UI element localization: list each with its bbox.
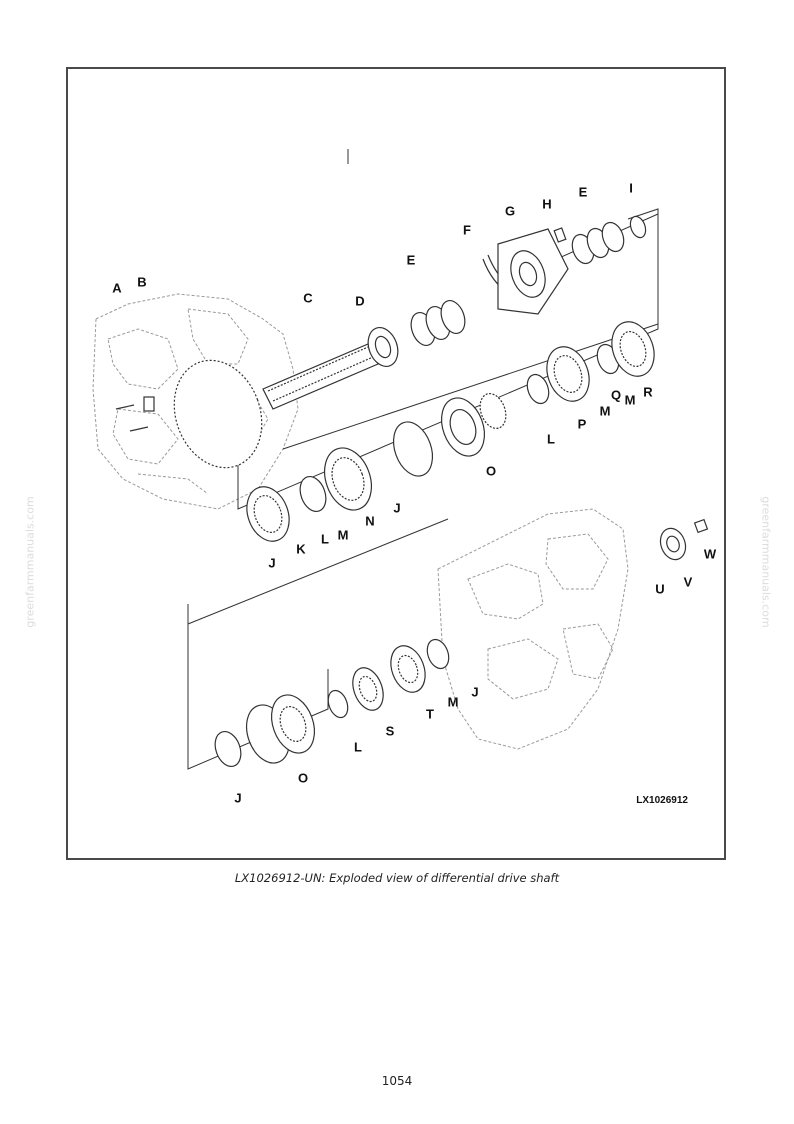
callout-m-1: M — [337, 527, 349, 543]
middle-gear-train — [246, 321, 655, 542]
drive-shaft — [262, 327, 399, 410]
callout-g: G — [504, 203, 516, 219]
bearing-housing-g — [497, 228, 569, 315]
exploded-view-drawing — [92, 149, 709, 770]
bevel-gear — [173, 359, 263, 469]
callout-p: P — [577, 416, 587, 432]
figure-code: LX1026912 — [636, 795, 688, 806]
callout-b: B — [137, 274, 147, 290]
callout-o-1: O — [485, 463, 497, 479]
watermark-right: greenfarmmanuals.com — [759, 496, 773, 628]
callout-k: K — [296, 541, 306, 557]
transmission-housing-lower — [437, 508, 629, 750]
callout-s: S — [385, 723, 395, 739]
leader-lines — [187, 149, 659, 770]
callout-h: H — [542, 196, 552, 212]
callout-v: V — [683, 574, 693, 590]
figure-frame: A B C D E E F G H I J K L M N J O L P M … — [66, 67, 726, 860]
callout-m-3: M — [624, 392, 636, 408]
callout-i: I — [629, 180, 633, 196]
bearing-e-right — [571, 215, 647, 265]
callout-c: C — [303, 290, 313, 306]
callout-l-2: L — [547, 431, 555, 447]
callout-u: U — [655, 581, 665, 597]
callout-j-1: J — [268, 555, 276, 571]
callout-f: F — [463, 222, 471, 238]
callout-m-4: M — [447, 694, 459, 710]
callout-t: T — [426, 706, 434, 722]
lower-gear-train — [214, 518, 709, 768]
callout-q: Q — [610, 387, 622, 403]
callout-j-3: J — [471, 684, 479, 700]
callout-e-right: E — [578, 184, 588, 200]
page-number: 1054 — [381, 1074, 413, 1088]
callout-j-4: J — [234, 790, 242, 806]
callout-j-2: J — [393, 500, 401, 516]
callout-l-1: L — [321, 531, 329, 547]
callout-l-3: L — [354, 739, 362, 755]
watermark-left: greenfarmmanuals.com — [23, 496, 37, 628]
figure-caption: LX1026912-UN: Exploded view of different… — [234, 871, 560, 885]
callout-w: W — [703, 546, 717, 562]
bearing-e-upper — [410, 299, 466, 347]
callout-a: A — [112, 280, 122, 296]
callout-o-2: O — [297, 770, 309, 786]
callout-e-upper: E — [406, 252, 416, 268]
callout-m-2: M — [599, 403, 611, 419]
breather-h — [553, 227, 567, 243]
bolts-ab — [115, 396, 155, 432]
callout-n: N — [365, 513, 375, 529]
callout-d: D — [355, 293, 365, 309]
callout-r: R — [643, 384, 653, 400]
